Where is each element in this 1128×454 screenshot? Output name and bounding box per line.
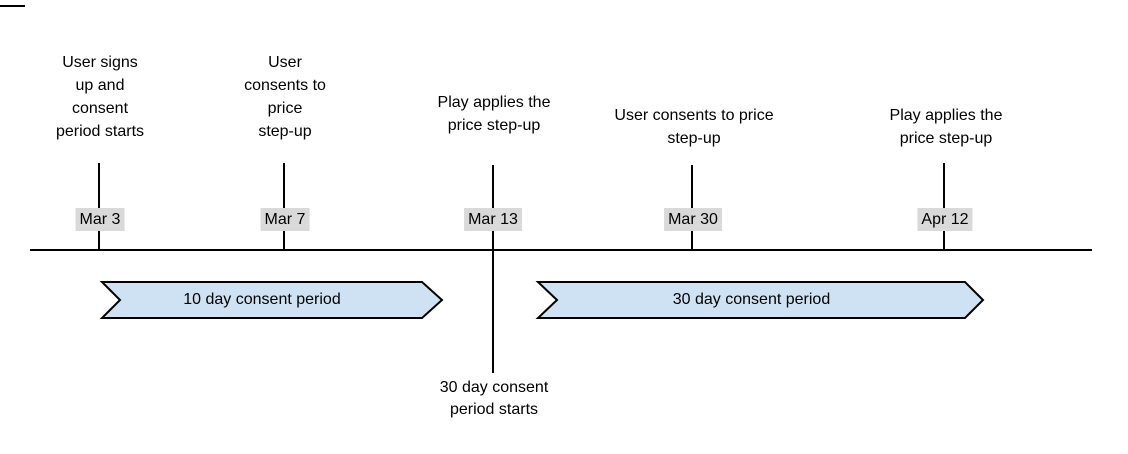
event-label-consent-1: User consents to price step-up bbox=[244, 54, 326, 140]
consent-period-label-10-day: 10 day consent period bbox=[183, 291, 341, 308]
event-tick-mar-13 bbox=[492, 165, 494, 373]
consent-period-arrow-30-day bbox=[535, 281, 985, 319]
event-tick-mar-3 bbox=[98, 163, 100, 250]
annotation-30-day-period-starts: 30 day consent period starts bbox=[439, 379, 549, 418]
event-tick-apr-12 bbox=[943, 163, 945, 250]
date-label-mar-30: Mar 30 bbox=[664, 208, 722, 231]
event-tick-mar-7 bbox=[283, 163, 285, 250]
date-label-mar-7: Mar 7 bbox=[260, 208, 310, 231]
corner-mark-line bbox=[0, 5, 25, 7]
date-label-apr-12: Apr 12 bbox=[917, 208, 973, 231]
event-label-apply-1: Play applies the price step-up bbox=[437, 94, 551, 134]
event-label-signup: User signs up and consent period starts bbox=[55, 54, 145, 140]
timeline-axis bbox=[30, 249, 1092, 251]
date-label-mar-3: Mar 3 bbox=[75, 208, 125, 231]
event-label-apply-2: Play applies the price step-up bbox=[889, 107, 1003, 147]
consent-period-arrow-10-day bbox=[99, 281, 444, 319]
event-tick-mar-30 bbox=[691, 165, 693, 250]
consent-period-label-30-day: 30 day consent period bbox=[672, 291, 831, 308]
date-label-mar-13: Mar 13 bbox=[464, 208, 522, 231]
event-label-consent-2: User consents to price step-up bbox=[614, 107, 774, 147]
